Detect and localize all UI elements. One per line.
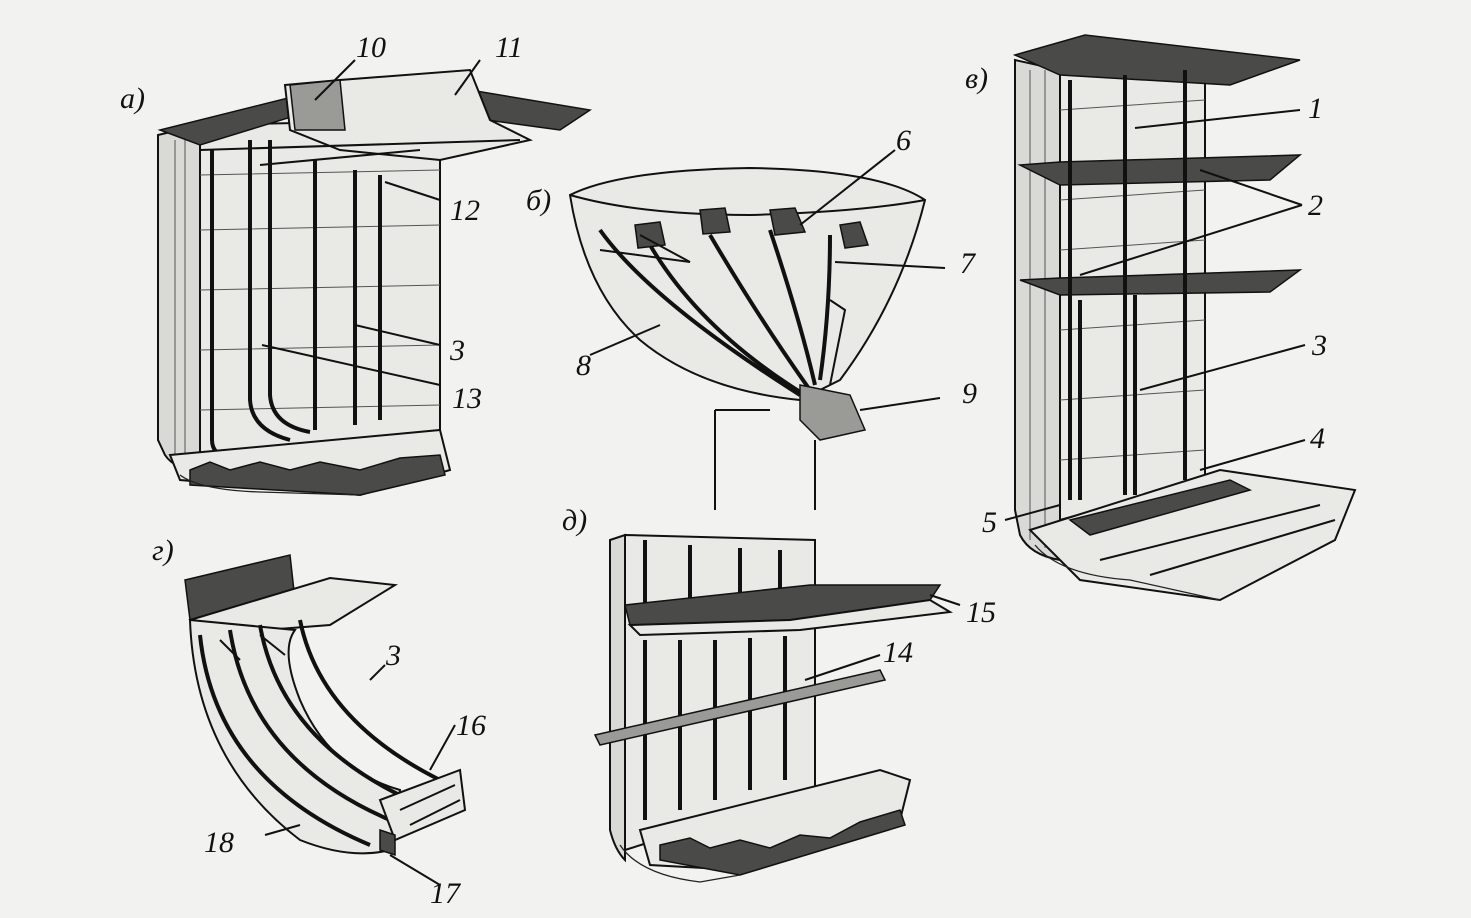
callout-6: 6	[896, 124, 911, 157]
panel-v-label: в)	[965, 62, 988, 95]
callout-18: 18	[204, 826, 234, 859]
callout-15: 15	[966, 596, 996, 629]
callout-13: 13	[452, 382, 482, 415]
panel-g-drawing	[184, 554, 467, 857]
callout-10: 10	[356, 31, 386, 64]
callout-9: 9	[962, 377, 977, 410]
panel-a-label: а)	[120, 82, 145, 115]
callout-3-v: 3	[1311, 329, 1327, 362]
callout-14: 14	[883, 636, 913, 669]
callout-3-g: 3	[385, 639, 401, 672]
callout-1: 1	[1308, 92, 1323, 125]
callout-7: 7	[960, 247, 977, 280]
panel-d-label: д)	[562, 504, 587, 537]
panel-a-drawing	[157, 68, 592, 497]
callout-12: 12	[450, 194, 480, 227]
callout-16: 16	[456, 709, 486, 742]
callout-2: 2	[1308, 189, 1323, 222]
callout-5: 5	[982, 506, 997, 539]
callout-17: 17	[430, 877, 462, 910]
panel-g-label: г)	[152, 534, 174, 567]
callout-8: 8	[576, 349, 591, 382]
panel-d-drawing	[593, 533, 954, 883]
panel-b-drawing	[568, 166, 927, 510]
panel-b-label: б)	[526, 184, 551, 217]
callout-11: 11	[495, 31, 523, 64]
panel-v-drawing	[1012, 34, 1357, 602]
callout-3-a: 3	[449, 334, 465, 367]
callout-4: 4	[1310, 422, 1325, 455]
leader-lines	[261, 59, 1306, 886]
